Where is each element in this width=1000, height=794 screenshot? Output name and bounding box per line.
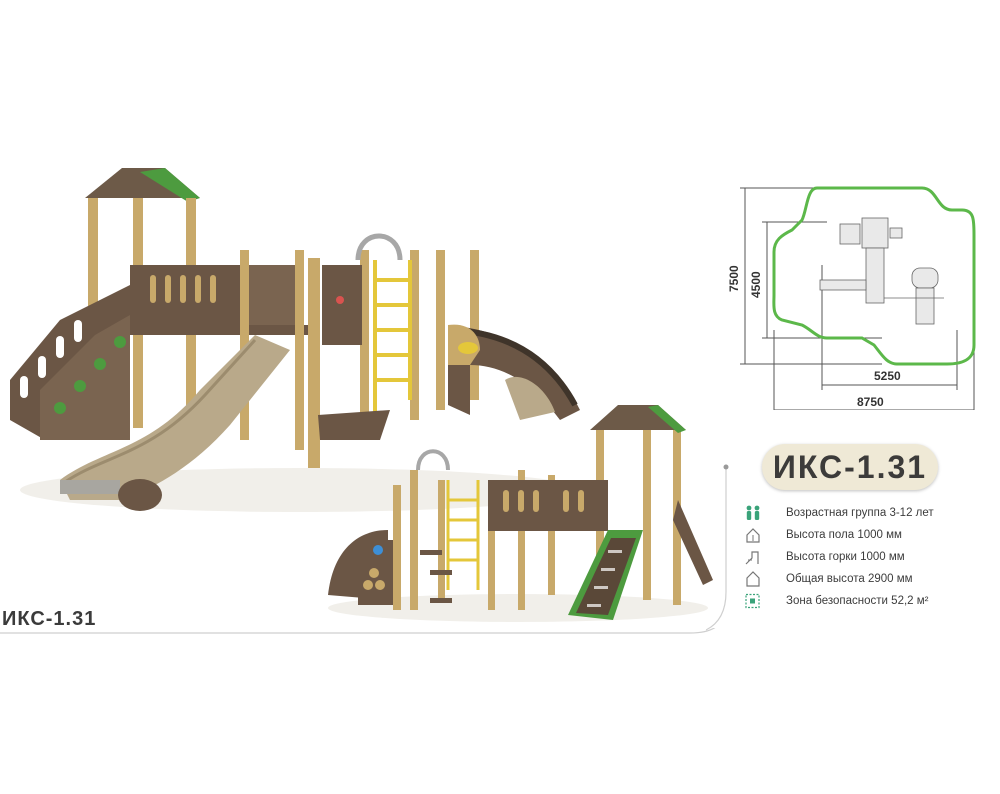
dim-width-inner: 5250	[874, 369, 901, 383]
plan-drawing: 7500 4500 5250 8750	[727, 186, 976, 410]
dim-width-outer: 8750	[857, 395, 884, 409]
dim-height-outer: 7500	[727, 265, 741, 292]
spec-floor-height: Высота пола 1000 мм	[744, 524, 994, 546]
spec-safety-zone: Зона безопасности 52,2 м²	[744, 590, 994, 612]
safety-zone-icon	[744, 592, 770, 610]
spec-total-height: Общая высота 2900 мм	[744, 568, 994, 590]
divider-curve	[706, 464, 729, 631]
spec-text: Зона безопасности 52,2 м²	[786, 595, 929, 607]
spec-age-group: Возрастная группа 3-12 лет	[744, 502, 994, 524]
spec-text: Возрастная группа 3-12 лет	[786, 507, 934, 519]
model-code-caption: ИКС-1.31	[2, 608, 97, 630]
floor-height-icon	[744, 526, 770, 544]
children-icon	[744, 504, 770, 522]
dim-height-inner: 4500	[749, 271, 763, 298]
spec-text: Высота пола 1000 мм	[786, 529, 902, 541]
spec-text: Общая высота 2900 мм	[786, 573, 913, 585]
spec-slide-height: Высота горки 1000 мм	[744, 546, 994, 568]
playground-rear-render	[328, 405, 713, 622]
specs-list: Возрастная группа 3-12 лет Высота пола 1…	[744, 502, 994, 612]
slide-height-icon	[744, 548, 770, 566]
playground-main-render	[10, 168, 580, 512]
spec-text: Высота горки 1000 мм	[786, 551, 905, 563]
house-height-icon	[744, 570, 770, 588]
model-code-badge: ИКС-1.31	[762, 444, 938, 490]
divider-line	[0, 628, 716, 634]
